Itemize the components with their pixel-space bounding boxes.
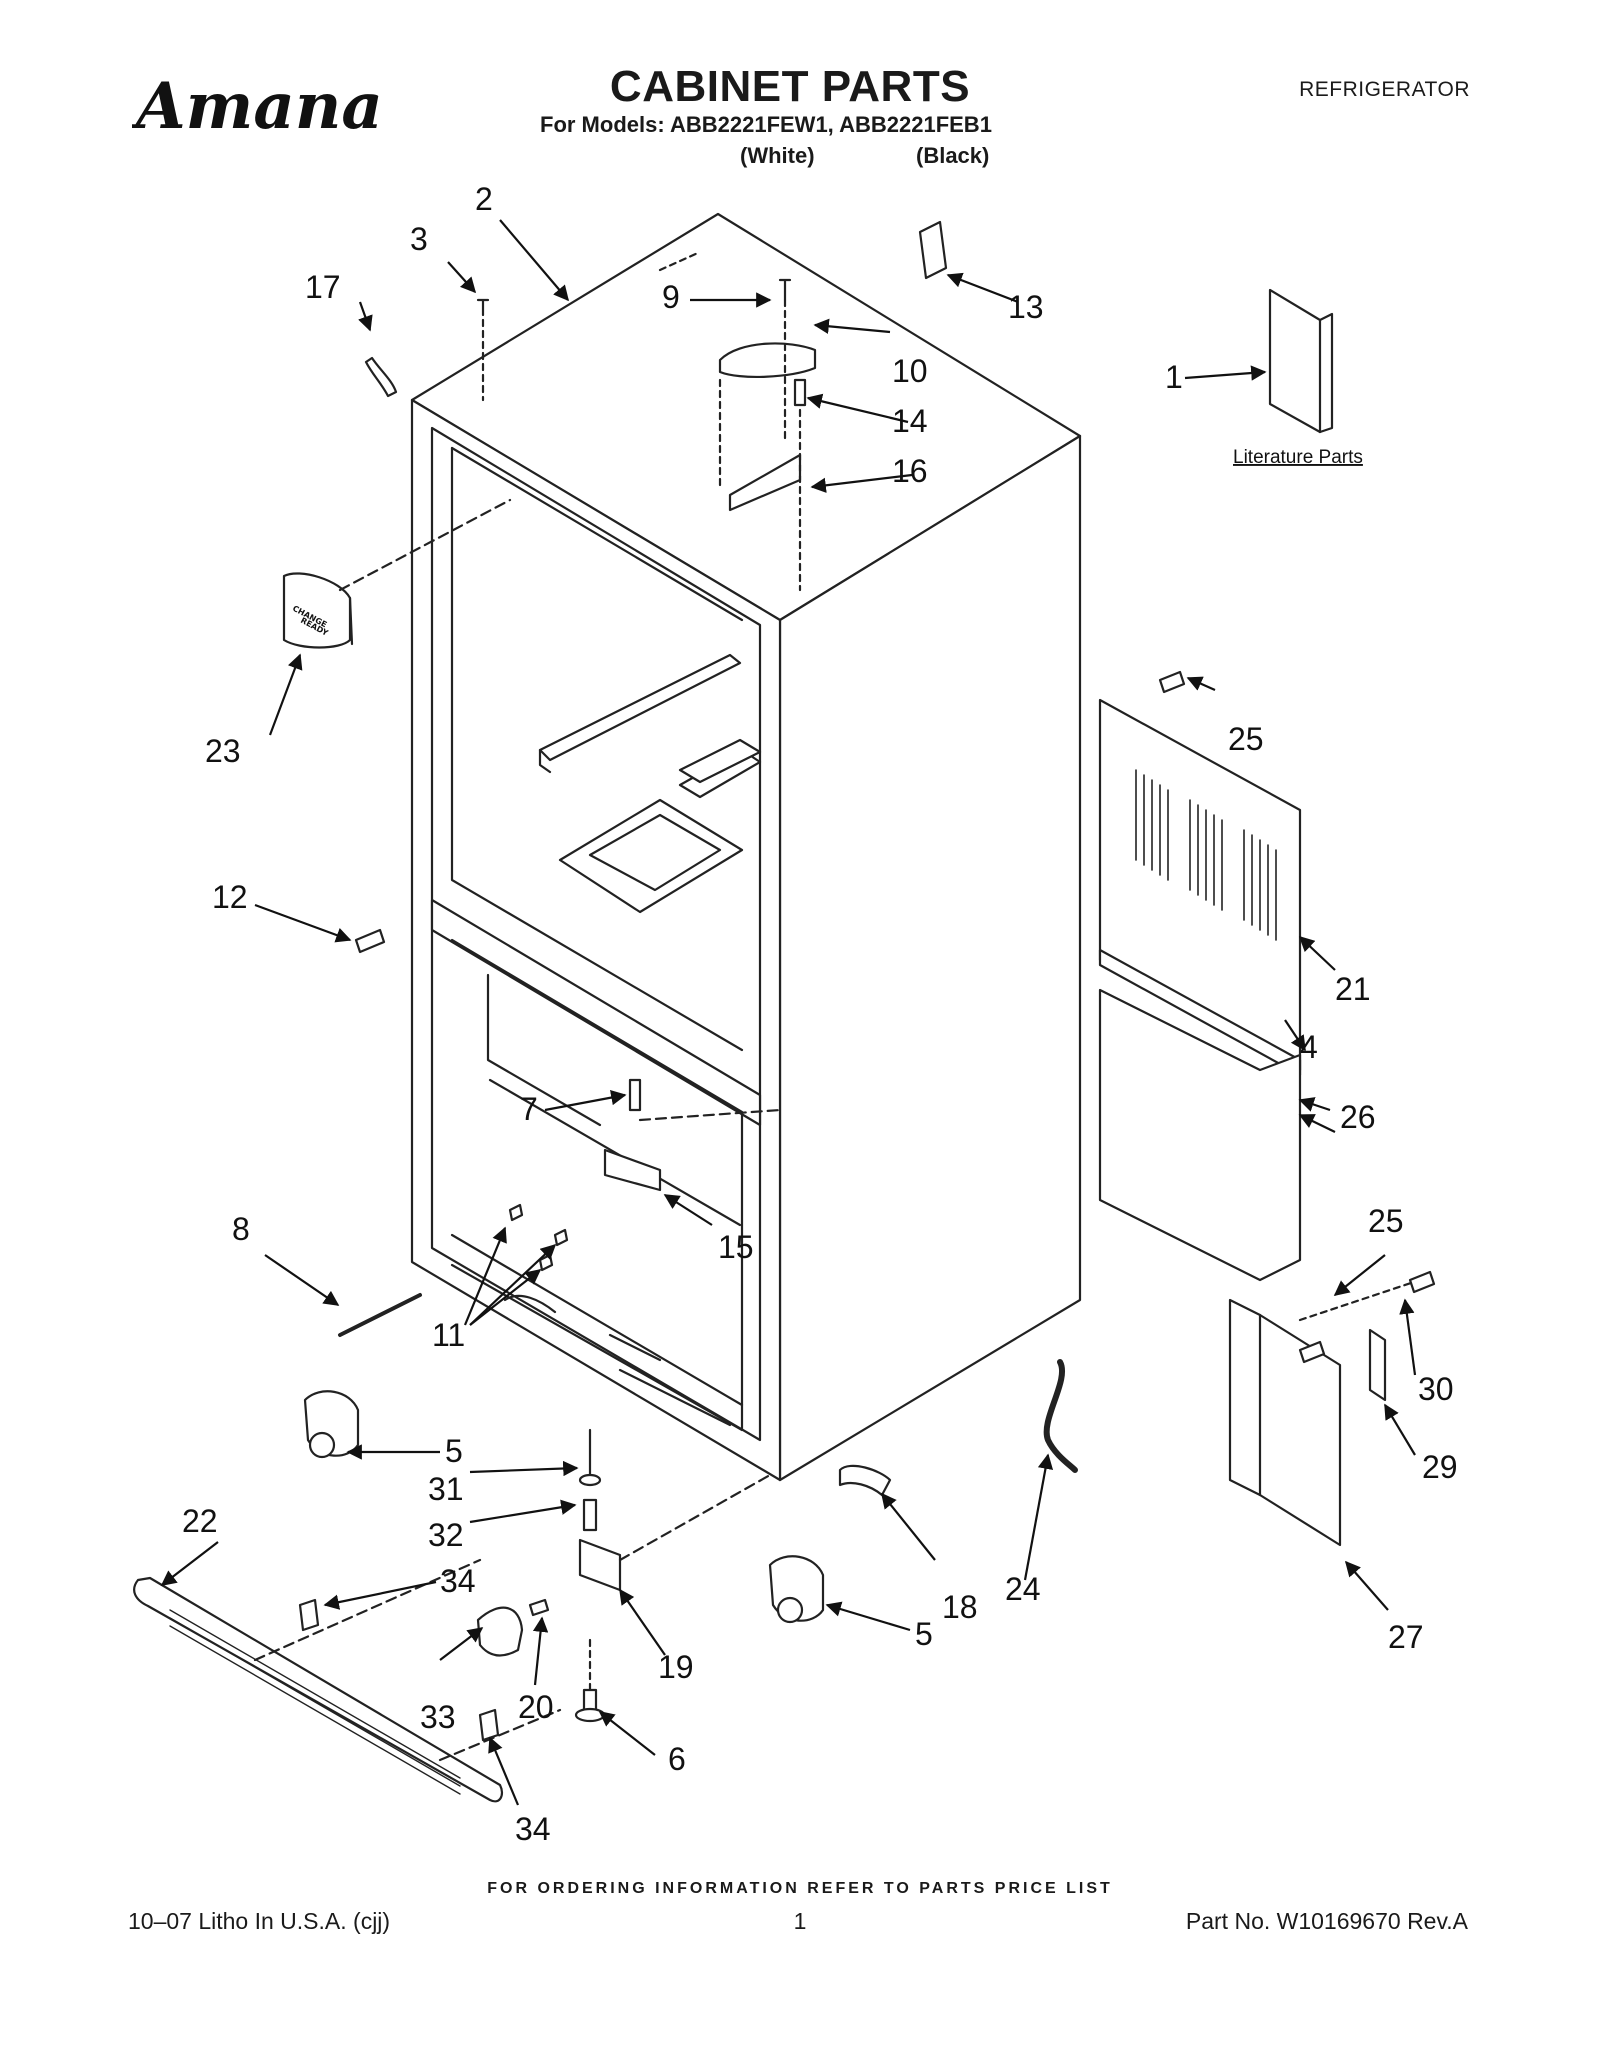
callout-labels: 1 2 3 4 5 5 6 7 8 9 10 11 12 13 14 15 16…: [182, 181, 1458, 1847]
part-leveler-assembly: [528, 1428, 772, 1723]
cabinet-shell: [410, 212, 1082, 1482]
part-screw-3: [476, 250, 702, 402]
callout-6: 6: [668, 1741, 686, 1777]
callout-30: 30: [1418, 1371, 1454, 1407]
print-info: 10–07 Litho In U.S.A. (cjj): [128, 1908, 391, 1934]
literature-parts-book: [1268, 288, 1334, 434]
callout-7: 7: [520, 1091, 538, 1127]
callout-10: 10: [892, 353, 928, 389]
callout-25a: 25: [1228, 721, 1264, 757]
callout-24: 24: [1005, 1571, 1041, 1607]
part-hose-24: [1043, 1359, 1078, 1473]
part-17: [364, 356, 398, 398]
callout-25b: 25: [1368, 1203, 1404, 1239]
part-caster-5-right: [768, 1555, 825, 1624]
callout-32: 32: [428, 1517, 464, 1553]
callout-9: 9: [662, 279, 680, 315]
callout-17: 17: [305, 269, 341, 305]
leader-arrows: [160, 219, 1417, 1806]
part-caster-5-left: [303, 1390, 360, 1459]
variant-white: (White): [740, 143, 815, 168]
callout-2: 2: [475, 181, 493, 217]
part-number: Part No. W10169670 Rev.A: [1185, 1908, 1468, 1934]
page-number: 1: [793, 1908, 807, 1934]
part-clip-18: [838, 1464, 892, 1497]
variant-black: (Black): [916, 143, 990, 168]
callout-12: 12: [212, 879, 248, 915]
callout-34b: 34: [515, 1811, 551, 1847]
svg-text:Amana: Amana: [132, 69, 383, 144]
callout-21: 21: [1335, 971, 1371, 1007]
callout-26: 26: [1340, 1099, 1376, 1135]
ordering-note: FOR ORDERING INFORMATION REFER TO PARTS …: [487, 1880, 1113, 1897]
part-panel-26: [1098, 988, 1302, 1282]
callout-31: 31: [428, 1471, 464, 1507]
callout-23: 23: [205, 733, 241, 769]
callout-16: 16: [892, 453, 928, 489]
models-line: For Models: ABB2221FEW1, ABB2221FEB1: [540, 112, 992, 137]
callout-11: 11: [432, 1317, 465, 1353]
callout-5b: 5: [915, 1616, 933, 1652]
part-grille-22: [133, 1558, 562, 1803]
callout-5a: 5: [445, 1433, 463, 1469]
part-tape-13: [918, 220, 948, 280]
callout-33: 33: [420, 1699, 456, 1735]
callout-27: 27: [1388, 1619, 1424, 1655]
callout-34a: 34: [440, 1563, 476, 1599]
callout-13: 13: [1008, 289, 1044, 325]
product-category: REFRIGERATOR: [1299, 78, 1470, 101]
literature-parts-label: Literature Parts: [1233, 447, 1363, 468]
part-screws: [338, 670, 1436, 1364]
callout-3: 3: [410, 221, 428, 257]
part-module-23: [282, 572, 354, 649]
callout-8: 8: [232, 1211, 250, 1247]
callout-4: 4: [1300, 1029, 1318, 1065]
part-hinge-assembly: [718, 278, 817, 592]
callout-1: 1: [1165, 359, 1183, 395]
callout-15: 15: [718, 1229, 754, 1265]
callout-19: 19: [658, 1649, 694, 1685]
callout-20: 20: [518, 1689, 554, 1725]
part-electrical-box-27: [1228, 1278, 1422, 1547]
page-title: CABINET PARTS: [609, 62, 971, 111]
part-bracket-33: [476, 1606, 524, 1657]
callout-29: 29: [1422, 1449, 1458, 1485]
callout-18: 18: [942, 1589, 978, 1625]
callout-14: 14: [892, 403, 928, 439]
callout-22: 22: [182, 1503, 218, 1539]
amana-logo: Amana: [132, 69, 383, 144]
